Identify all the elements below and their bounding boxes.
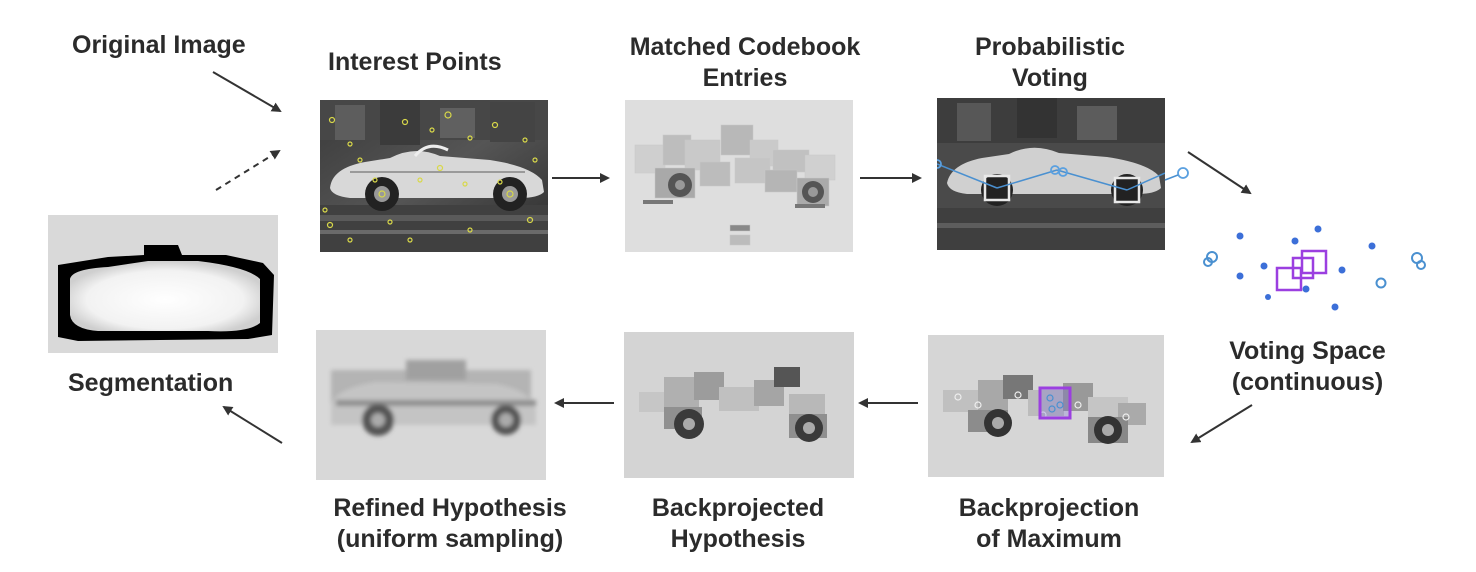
arrow-voting-to-space bbox=[1188, 152, 1250, 193]
label-refined-hypothesis: Refined Hypothesis (uniform sampling) bbox=[300, 493, 600, 555]
maximum-boxes bbox=[1277, 251, 1326, 290]
label-matched-codebook: Matched Codebook Entries bbox=[600, 32, 890, 94]
codebook-patches-image bbox=[625, 100, 853, 252]
panel-backprojected-hypothesis bbox=[624, 332, 854, 478]
label-backprojection-maximum: Backprojection of Maximum bbox=[925, 493, 1173, 555]
label-voting-space-line1: Voting Space bbox=[1195, 336, 1420, 367]
label-matched-codebook-line1: Matched Codebook bbox=[600, 32, 890, 63]
label-segmentation: Segmentation bbox=[68, 368, 233, 399]
label-voting-space: Voting Space (continuous) bbox=[1195, 336, 1420, 398]
panel-matched-codebook bbox=[625, 100, 853, 252]
label-backprojected-hypothesis-line2: Hypothesis bbox=[620, 524, 856, 555]
label-backprojected-hypothesis: Backprojected Hypothesis bbox=[620, 493, 856, 555]
refined-hypothesis-image bbox=[316, 330, 546, 480]
voting-image bbox=[937, 98, 1165, 250]
panel-probabilistic-voting bbox=[937, 98, 1165, 250]
backprojected-hypothesis-image bbox=[624, 332, 854, 478]
label-probabilistic-voting-line2: Voting bbox=[935, 63, 1165, 94]
panel-refined-hypothesis bbox=[316, 330, 546, 480]
arrow-segmentation-feedback bbox=[216, 151, 279, 190]
label-voting-space-line2: (continuous) bbox=[1195, 367, 1420, 398]
label-probabilistic-voting: Probabilistic Voting bbox=[935, 32, 1165, 94]
label-refined-hypothesis-line2: (uniform sampling) bbox=[300, 524, 600, 555]
label-backprojected-hypothesis-line1: Backprojected bbox=[620, 493, 856, 524]
label-interest-points: Interest Points bbox=[328, 47, 502, 78]
interest-points-image bbox=[320, 100, 548, 252]
label-backprojection-maximum-line2: of Maximum bbox=[925, 524, 1173, 555]
backprojection-maximum-image bbox=[928, 335, 1164, 477]
label-original-image: Original Image bbox=[72, 30, 246, 61]
vote-dots bbox=[1237, 226, 1376, 311]
segmentation-image bbox=[48, 215, 278, 353]
arrow-refined-to-segmentation bbox=[224, 407, 282, 443]
arrow-original-to-interest bbox=[213, 72, 280, 111]
panel-interest-points bbox=[320, 100, 548, 252]
label-probabilistic-voting-line1: Probabilistic bbox=[935, 32, 1165, 63]
panel-segmentation bbox=[48, 215, 278, 353]
label-matched-codebook-line2: Entries bbox=[600, 63, 890, 94]
vote-circles bbox=[1204, 252, 1425, 288]
label-refined-hypothesis-line1: Refined Hypothesis bbox=[300, 493, 600, 524]
arrow-space-to-backprojection bbox=[1192, 405, 1252, 442]
panel-backprojection-maximum bbox=[928, 335, 1164, 477]
label-backprojection-maximum-line1: Backprojection bbox=[925, 493, 1173, 524]
